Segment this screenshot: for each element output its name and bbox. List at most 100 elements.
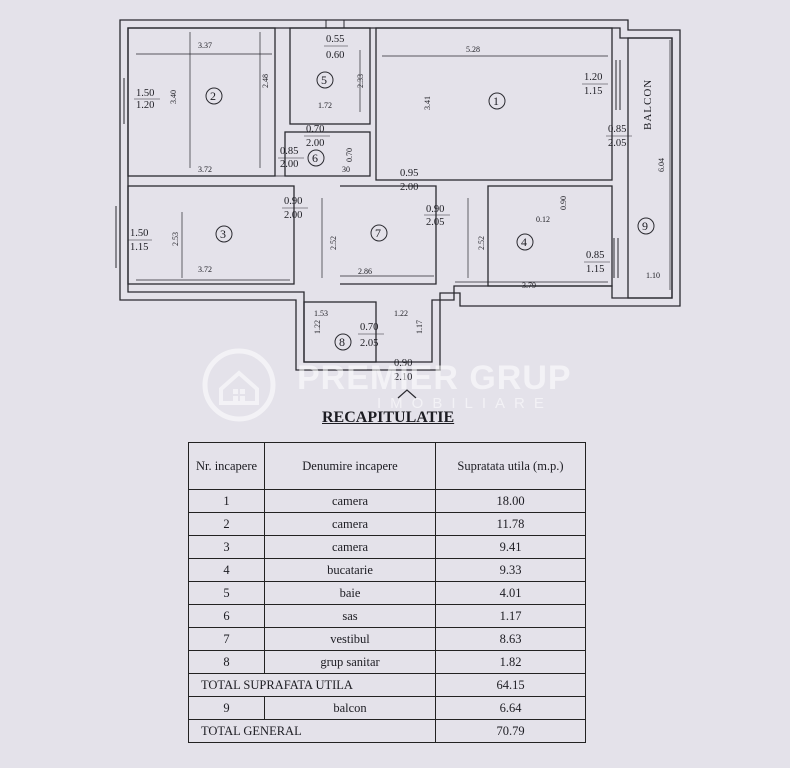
- cell-nr: 8: [188, 650, 265, 674]
- window-room-1: [615, 60, 621, 110]
- dim-label: 2.05: [360, 338, 378, 349]
- dim-label: 1.53: [314, 309, 328, 318]
- cell-area: 9.41: [435, 535, 586, 559]
- cell-area: 18.00: [435, 489, 586, 513]
- window-room-4: [613, 238, 619, 278]
- dim-label: 0.60: [326, 50, 344, 61]
- room-number-7: 7: [375, 226, 381, 240]
- house-logo-icon: [202, 348, 276, 422]
- room-8-outline: [303, 301, 377, 363]
- window-room-2: [119, 78, 125, 124]
- cell-area: 4.01: [435, 581, 586, 605]
- dim-label: 3.41: [423, 96, 432, 110]
- dim-label: 0.85: [280, 146, 298, 157]
- recap-title: RECAPITULATIE: [322, 409, 455, 426]
- watermark-sub: IMOBILIARE: [377, 395, 553, 412]
- dim-label: 5.28: [466, 45, 480, 54]
- total-util-area: 64.15: [435, 673, 586, 697]
- room-1-outline: [375, 27, 613, 181]
- dim-label: 2.00: [284, 210, 302, 221]
- dim-label: 0.90: [394, 358, 412, 369]
- dim-label: 1.22: [313, 320, 322, 334]
- dim-label: 2.00: [280, 159, 298, 170]
- table-header-row: Nr. incapere Denumire incapere Supratata…: [188, 442, 586, 490]
- dim-label: 1.50: [136, 88, 154, 99]
- dim-label: 3.72: [198, 165, 212, 174]
- dim-label: 3.37: [198, 41, 212, 50]
- room-marker-4: [516, 233, 534, 251]
- room-6-outline: [284, 131, 371, 177]
- room-marker-9: [637, 217, 655, 235]
- room-number-2: 2: [210, 89, 216, 103]
- dim-label: 1.17: [415, 320, 424, 334]
- dim-label: 1.20: [584, 72, 602, 83]
- cell-nr: 9: [188, 696, 265, 720]
- cell-name: sas: [264, 604, 436, 628]
- dim-label: 0.85: [608, 124, 626, 135]
- dim-label: 3.72: [198, 265, 212, 274]
- recap-table: Nr. incapere Denumire incapere Supratata…: [188, 442, 586, 743]
- cell-area: 6.64: [435, 696, 586, 720]
- dim-label: 0.85: [586, 250, 604, 261]
- dim-label: 1.15: [584, 86, 602, 97]
- dim-label: 1.72: [318, 101, 332, 110]
- room-marker-3: [215, 225, 233, 243]
- cell-area: 1.82: [435, 650, 586, 674]
- window-room-5: [325, 20, 345, 28]
- room-marker-5: [316, 71, 334, 89]
- dim-label: 1.10: [646, 271, 660, 280]
- dim-label: 2.48: [261, 74, 270, 88]
- dim-label: 3.79: [522, 281, 536, 290]
- dim-label: 2.00: [400, 182, 418, 193]
- header-nr: Nr. incapere: [188, 442, 265, 490]
- room-marker-6: [307, 149, 325, 167]
- room-marker-8: [334, 333, 352, 351]
- cell-name: balcon: [264, 696, 436, 720]
- dim-label: 6.04: [657, 158, 666, 172]
- entrance-arrow-icon: [397, 389, 417, 399]
- cell-name: baie: [264, 581, 436, 605]
- room-4-outline: [487, 185, 613, 287]
- room-number-8: 8: [339, 335, 345, 349]
- window-room-3: [115, 206, 121, 268]
- cell-name: camera: [264, 489, 436, 513]
- dim-label: 2.33: [356, 74, 365, 88]
- room-number-6: 6: [312, 151, 318, 165]
- dim-label: 0.12: [536, 215, 550, 224]
- dim-label: 2.10: [394, 372, 412, 383]
- dim-label: 2.53: [171, 232, 180, 246]
- cell-name: camera: [264, 535, 436, 559]
- cell-nr: 1: [188, 489, 265, 513]
- floor-plan: 2 5 1 6 3 7 4 9 8 3.37 5.28 1.72 3.72 3.…: [115, 19, 681, 399]
- dim-label: 2.05: [426, 217, 444, 228]
- cell-nr: 4: [188, 558, 265, 582]
- dim-label: 0.70: [360, 322, 378, 333]
- dim-label: 0.55: [326, 34, 344, 45]
- dim-label: 1.15: [586, 264, 604, 275]
- dim-label: 30: [342, 165, 350, 174]
- dim-label: 0.90: [559, 196, 568, 210]
- header-name: Denumire incapere: [264, 442, 436, 490]
- total-general-area: 70.79: [435, 719, 586, 743]
- dim-label: 2.00: [306, 138, 324, 149]
- cell-name: grup sanitar: [264, 650, 436, 674]
- room-number-3: 3: [220, 227, 226, 241]
- room-9-outline: [627, 37, 673, 299]
- dim-label: 0.95: [400, 168, 418, 179]
- cell-area: 8.63: [435, 627, 586, 651]
- cell-area: 1.17: [435, 604, 586, 628]
- cell-nr: 6: [188, 604, 265, 628]
- header-area: Supratata utila (m.p.): [435, 442, 586, 490]
- dim-label: 2.86: [358, 267, 372, 276]
- dim-label: 1.15: [130, 242, 148, 253]
- balcon-label: BALCON: [642, 79, 654, 130]
- cell-nr: 3: [188, 535, 265, 559]
